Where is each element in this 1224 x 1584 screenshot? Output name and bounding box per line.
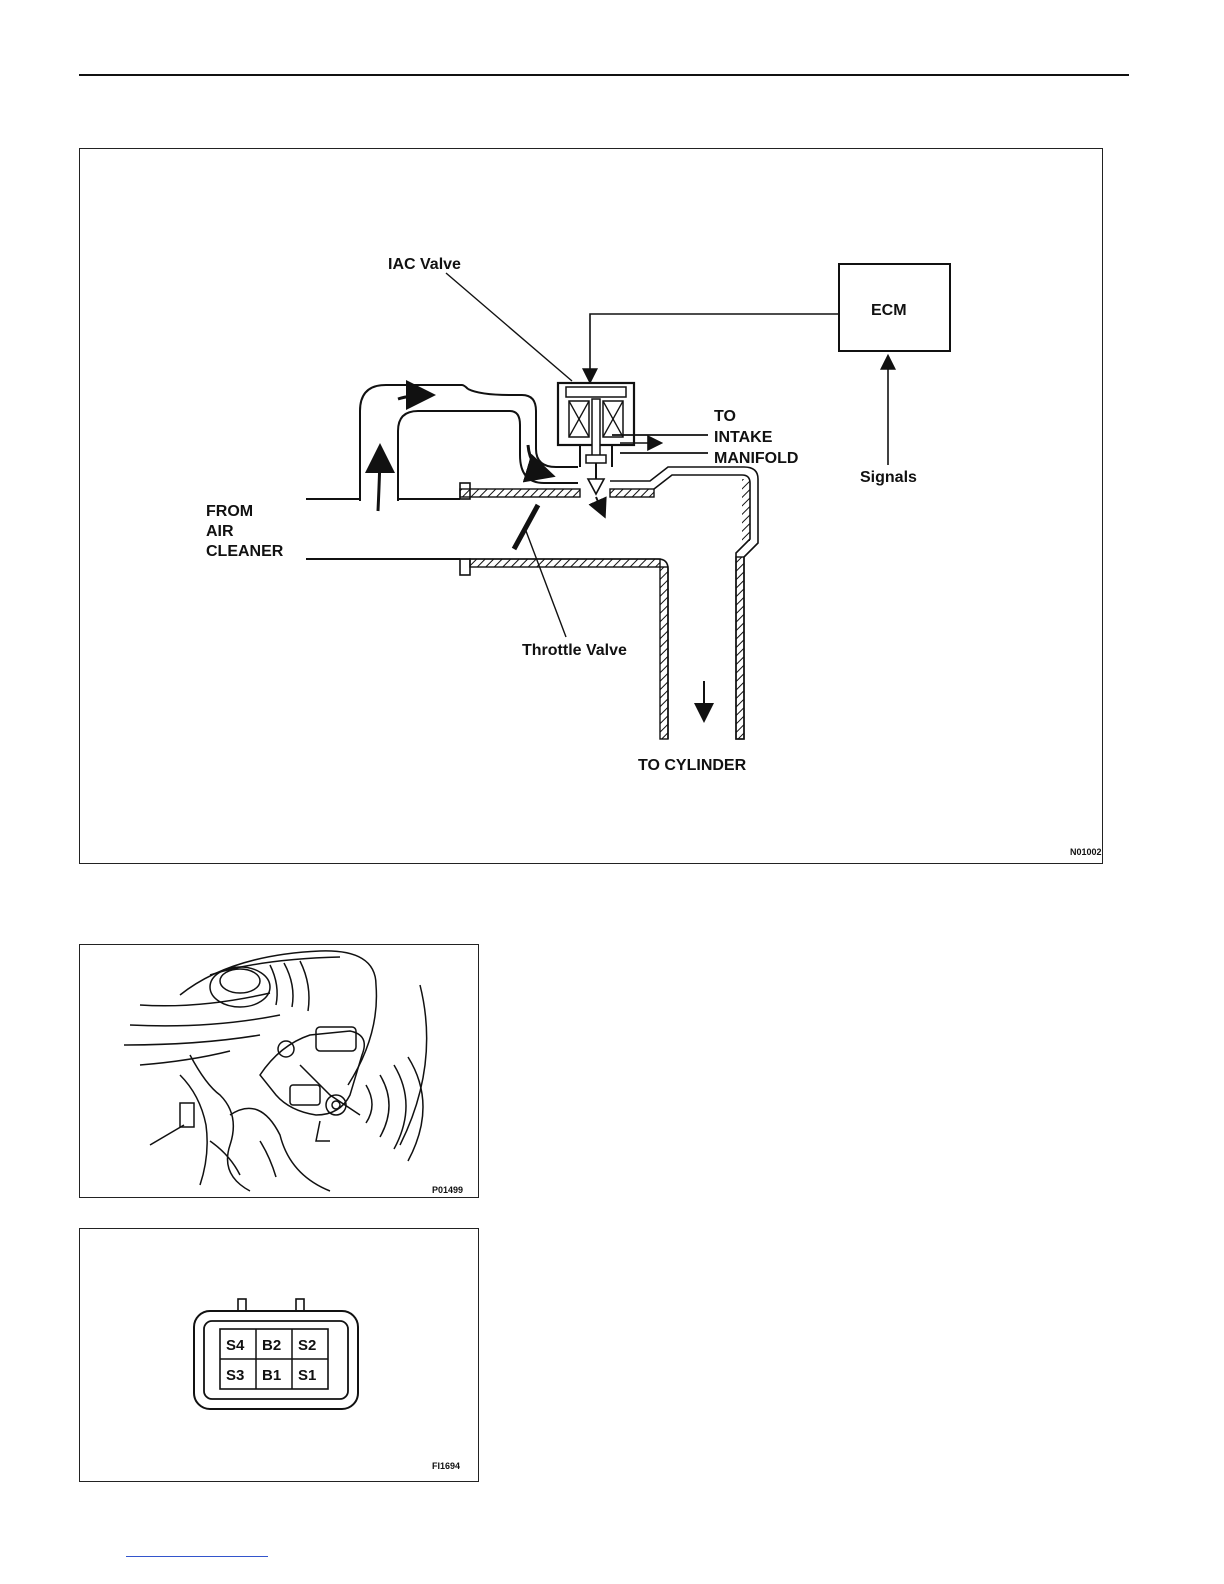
pin-s4: S4 [226,1337,245,1354]
air-label: AIR [206,523,234,540]
iac-connector-figure: S4 B2 S2 S3 B1 S1 FI1694 [79,1228,479,1482]
pin-b2: B2 [262,1337,281,1354]
throttle-body [460,467,758,739]
valve-outflow-arrow [596,497,604,515]
pin-s2: S2 [298,1337,316,1354]
connector-figure-code: FI1694 [432,1461,460,1471]
to-label: TO [714,408,736,425]
photo-figure-code: P01499 [432,1185,463,1195]
from-label: FROM [206,503,253,520]
connector-housing [194,1299,358,1409]
bypass-flow-arrow-2 [398,395,430,399]
cleaner-label: CLEANER [206,543,284,560]
ecm-label: ECM [871,302,907,319]
iac-valve-label: IAC Valve [388,256,461,273]
manifold-label: MANIFOLD [714,450,798,467]
ecm-control-line [590,314,839,381]
connector-illustration: S4 B2 S2 S3 B1 S1 FI1694 [80,1229,480,1483]
iac-leader-line [446,273,572,381]
iac-valve [558,383,634,494]
iac-system-diagram: IAC Valve ECM TO INTAKE MANIFOLD Signals… [79,148,1103,864]
iac-diagram-svg: IAC Valve ECM TO INTAKE MANIFOLD Signals… [80,149,1104,865]
intake-label: INTAKE [714,429,773,446]
header-rule [79,74,1129,76]
throttle-plate [514,505,538,549]
iac-valve-location-figure: P01499 [79,944,479,1198]
pin-s1: S1 [298,1367,316,1384]
engine-illustration: P01499 [80,945,480,1199]
pin-b1: B1 [262,1367,281,1384]
to-cylinder-label: TO CYLINDER [638,757,747,774]
figure-code: N01002 [1070,847,1102,857]
bypass-flow-arrow-1 [378,449,380,511]
throttle-leader-line [526,531,566,637]
footer-link-underline[interactable] [126,1556,268,1557]
engine-line-art [124,951,427,1191]
throttle-valve-label: Throttle Valve [522,642,627,659]
pin-s3: S3 [226,1367,244,1384]
signals-label: Signals [860,469,917,486]
